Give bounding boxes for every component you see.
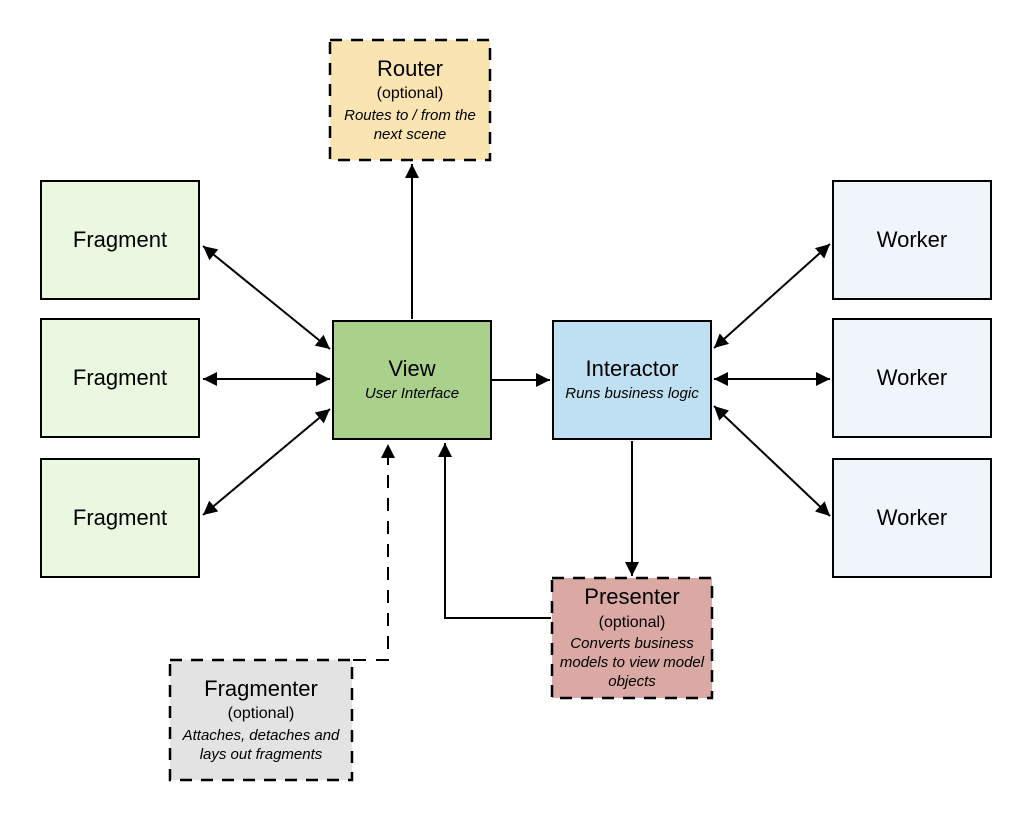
- worker-title: Worker: [876, 364, 948, 390]
- fragmenter-title: Fragmenter: [204, 675, 318, 701]
- arrow-interactor-worker1: [713, 243, 831, 349]
- interactor-title: Interactor: [585, 356, 679, 382]
- worker-node-2: Worker: [832, 318, 992, 438]
- fragmenter-description: Attaches, detaches and lays out fragment…: [182, 726, 340, 763]
- view-node: View User Interface: [332, 320, 492, 440]
- view-title: View: [388, 356, 436, 382]
- view-description: User Interface: [364, 384, 460, 402]
- fragment-title: Fragment: [72, 364, 168, 390]
- presenter-qualifier: (optional): [598, 613, 666, 631]
- router-title: Router: [376, 55, 444, 81]
- presenter-description: Converts business models to view model o…: [559, 635, 705, 690]
- fragment-title: Fragment: [72, 504, 168, 530]
- fragmenter-qualifier: (optional): [227, 705, 295, 723]
- fragment-node-2: Fragment: [40, 318, 200, 438]
- fragment-title: Fragment: [72, 226, 168, 252]
- router-node-label: Router (optional) Routes to / from the n…: [330, 40, 490, 160]
- worker-title: Worker: [876, 504, 948, 530]
- interactor-node: Interactor Runs business logic: [552, 320, 712, 440]
- fragmenter-node: [168, 658, 354, 782]
- arrow-interactor-worker3: [713, 405, 831, 517]
- presenter-node: [550, 576, 714, 700]
- router-description: Routes to / from the next scene: [344, 106, 476, 143]
- presenter-title: Presenter: [584, 584, 680, 610]
- worker-node-1: Worker: [832, 180, 992, 300]
- worker-node-3: Worker: [832, 458, 992, 578]
- interactor-description: Runs business logic: [565, 384, 699, 402]
- worker-title: Worker: [876, 226, 948, 252]
- fragment-node-1: Fragment: [40, 180, 200, 300]
- arrow-presenter-to-view: [438, 443, 551, 619]
- arrow-fragmenter-to-view: [353, 444, 395, 661]
- router-qualifier: (optional): [376, 85, 444, 103]
- router-node: [328, 38, 492, 162]
- arrow-fragment1-view: [202, 245, 331, 350]
- fragment-node-3: Fragment: [40, 458, 200, 578]
- fragmenter-node-label: Fragmenter (optional) Attaches, detaches…: [170, 660, 352, 780]
- presenter-node-label: Presenter (optional) Converts business m…: [552, 578, 712, 698]
- arrow-fragment3-view: [202, 408, 331, 516]
